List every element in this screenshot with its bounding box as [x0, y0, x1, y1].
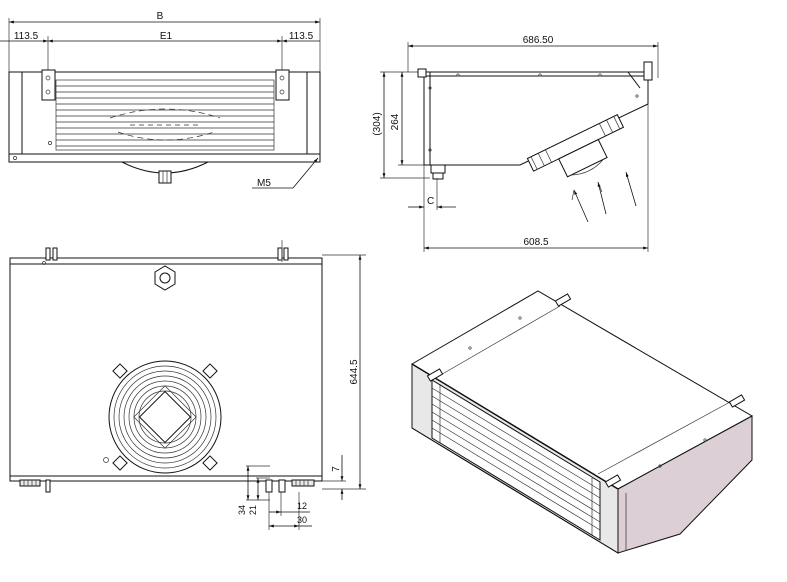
top-hex-nut	[154, 265, 176, 291]
side-view: 686.50 (304) 264	[372, 35, 659, 252]
iso-coil-fins	[431, 384, 601, 535]
dim-height-inner-label: 264	[390, 113, 401, 130]
dim-pipe-21-label: 21	[248, 505, 258, 515]
dim-height-outer-label: (304)	[372, 112, 383, 135]
iso-side-face	[617, 415, 753, 554]
front-drain-nut	[158, 170, 172, 184]
front-coil-fins	[55, 79, 275, 151]
front-bracket-right	[275, 69, 290, 101]
isometric-view	[411, 290, 754, 554]
front-view: B 113.5 E1 113.5	[0, 11, 321, 189]
dim-top-length-label: 686.50	[523, 35, 554, 46]
dim-pipe-30-label: 30	[297, 515, 307, 525]
dim-side-right-label: 113.5	[289, 31, 314, 42]
dim-bottom-length-label: 608.5	[523, 237, 548, 248]
front-bracket-left	[41, 69, 56, 101]
front-housing	[8, 71, 321, 163]
top-view: 644.5 7 34 21 12 30	[9, 240, 366, 530]
dim-offset-label: C	[427, 196, 434, 207]
dim-small-offset-label: 7	[331, 466, 342, 472]
dim-side-left-label: 113.5	[14, 31, 39, 42]
dim-overall-label: B	[157, 11, 164, 22]
dim-depth-label: 644.5	[349, 359, 360, 384]
top-fan-guard	[108, 360, 222, 474]
callout-thread-label: M5	[257, 178, 271, 189]
top-housing	[9, 257, 323, 482]
side-fan-assembly	[526, 114, 625, 178]
dim-pipe-12-label: 12	[297, 501, 307, 511]
side-drain-fitting	[430, 164, 446, 174]
dim-center-label: E1	[160, 31, 173, 42]
airflow-arrows	[571, 171, 637, 223]
dim-pipe-34-label: 34	[237, 505, 247, 515]
